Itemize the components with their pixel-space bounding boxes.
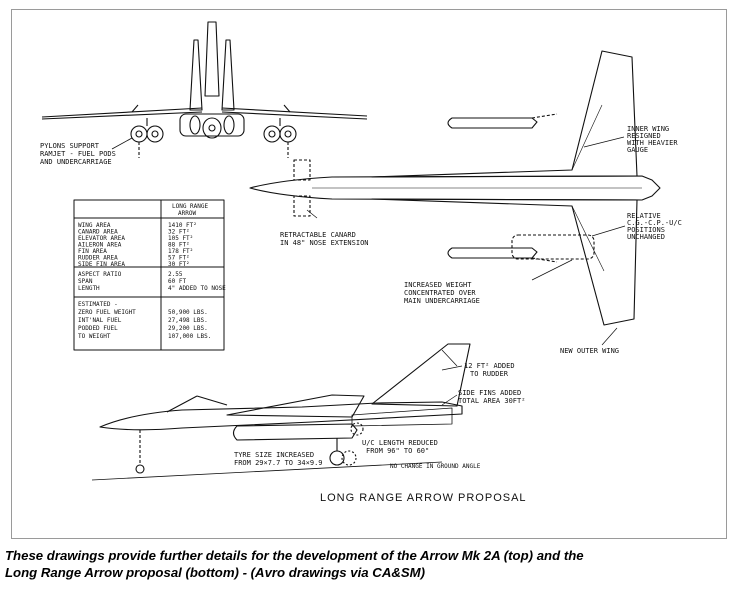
- front-view: [41, 21, 368, 158]
- drawing-title: LONG RANGE ARROW PROPOSAL: [320, 492, 527, 504]
- side-fins-label-line-2: TOTAL AREA 30FT²: [458, 397, 525, 405]
- new-outer-wing-label: NEW OUTER WING: [560, 347, 619, 355]
- table-value-cell-2: 4" ADDED TO NOSE: [168, 285, 226, 292]
- uc-length-label-line-2: FROM 96" TO 60": [366, 447, 429, 455]
- table-value-cell-0: 2.55: [168, 271, 183, 278]
- table-name-cell-2: INT'NAL FUEL: [78, 317, 122, 324]
- pylons-label-line-3: AND UNDERCARRIAGE: [40, 158, 112, 166]
- table-value-cell-4: 107,000 LBS.: [168, 333, 211, 340]
- increased-weight-label-line-1: INCREASED WEIGHT: [404, 281, 472, 289]
- table-name-cell-1: CANARD AREA: [78, 229, 118, 236]
- table-name-cell-6: SIDE FIN AREA: [78, 261, 125, 268]
- table-value-cell-1: 32 FT²: [168, 229, 190, 236]
- relative-cg-label-line-1: RELATIVE: [627, 212, 661, 220]
- relative-cg-label-line-3: POSITIONS: [627, 226, 665, 234]
- uc-length-label-line-1: U/C LENGTH REDUCED: [362, 439, 438, 447]
- table-name-cell-4: TO WEIGHT: [78, 333, 111, 340]
- rudder-label-line-2: TO RUDDER: [470, 370, 509, 378]
- table-name-cell-3: AILERON AREA: [78, 242, 122, 249]
- canard-label-line-2: IN 48" NOSE EXTENSION: [280, 239, 369, 247]
- side-view: [91, 343, 471, 481]
- increased-weight-label-line-3: MAIN UNDERCARRIAGE: [404, 297, 480, 305]
- inner-wing-label-line-3: WITH HEAVIER: [627, 139, 678, 147]
- table-header-line-1: LONG RANGE: [172, 203, 209, 210]
- pylons-label-line-2: RAMJET - FUEL PODS: [40, 150, 116, 158]
- table-name-cell-0: ESTIMATED -: [78, 301, 118, 308]
- ground-angle-label: NO CHANGE IN GROUND ANGLE: [390, 463, 481, 470]
- tyre-label-line-2: FROM 29×7.7 TO 34×9.9: [234, 459, 323, 467]
- table-value-cell-3: 88 FT²: [168, 242, 190, 249]
- table-value-cell-1: 50,900 LBS.: [168, 309, 208, 316]
- plan-view: [249, 50, 661, 346]
- table-name-cell-2: LENGTH: [78, 285, 100, 292]
- table-name-cell-4: FIN AREA: [78, 248, 107, 255]
- table-value-cell-0: 1410 FT²: [168, 222, 197, 229]
- inner-wing-label-line-4: GAUGE: [627, 146, 648, 154]
- caption-line-1: These drawings provide further details f…: [5, 548, 584, 563]
- table-name-cell-3: PODDED FUEL: [78, 325, 118, 332]
- table-value-cell-1: 60 FT: [168, 278, 186, 285]
- table-value-cell-2: 105 FT²: [168, 235, 193, 242]
- inner-wing-label-line-2: RESIGNED: [627, 132, 661, 140]
- table-value-cell-4: 178 FT²: [168, 248, 193, 255]
- canard-label-line-1: RETRACTABLE CANARD: [280, 231, 356, 239]
- rudder-label-line-1: 12 FT² ADDED: [464, 362, 515, 370]
- table-name-cell-1: ZERO FUEL WEIGHT: [78, 309, 136, 316]
- table-header-line-2: ARROW: [178, 210, 196, 217]
- table-name-cell-5: RUDDER AREA: [78, 255, 118, 262]
- table-name-cell-0: WING AREA: [78, 222, 111, 229]
- inner-wing-label-line-1: INNER WING: [627, 125, 669, 133]
- table-name-cell-0: ASPECT RATIO: [78, 271, 122, 278]
- relative-cg-label-line-4: UNCHANGED: [627, 233, 665, 241]
- pylons-label-line-1: PYLONS SUPPORT: [40, 142, 100, 150]
- caption-line-2: Long Range Arrow proposal (bottom) - (Av…: [5, 565, 426, 580]
- aircraft-drawing: PYLONS SUPPORT RAMJET - FUEL PODS AND UN…: [40, 21, 682, 504]
- table-name-cell-2: ELEVATOR AREA: [78, 235, 125, 242]
- table-name-cell-1: SPAN: [78, 278, 93, 285]
- drawing-frame: PYLONS SUPPORT RAMJET - FUEL PODS AND UN…: [11, 9, 727, 539]
- table-value-cell-2: 27,498 LBS.: [168, 317, 208, 324]
- spec-table-frame: [73, 199, 225, 351]
- increased-weight-label-line-2: CONCENTRATED OVER: [404, 289, 476, 297]
- side-fins-label-line-1: SIDE FINS ADDED: [458, 389, 521, 397]
- table-value-cell-6: 30 FT²: [168, 261, 190, 268]
- figure-caption: These drawings provide further details f…: [5, 547, 733, 581]
- relative-cg-label-line-2: C.G.-C.P.-U/C: [627, 219, 682, 227]
- tyre-label-line-1: TYRE SIZE INCREASED: [234, 451, 314, 459]
- table-value-cell-5: 57 FT²: [168, 255, 190, 262]
- table-value-cell-3: 29,200 LBS.: [168, 325, 208, 332]
